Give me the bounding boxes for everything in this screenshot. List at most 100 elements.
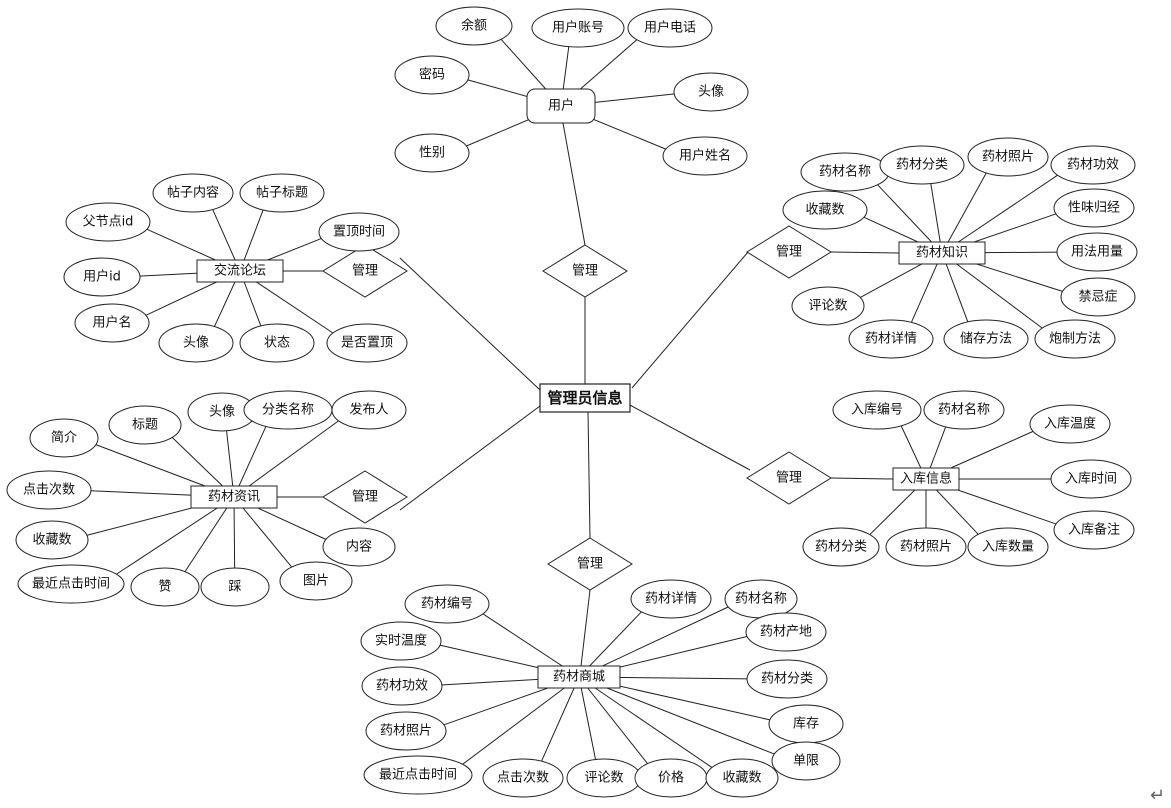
attribute-label: 是否置顶 <box>341 336 393 351</box>
knowledge-attr-line <box>941 252 969 324</box>
attribute-ellipse <box>1053 188 1135 228</box>
rel_stock-to-entity-line <box>830 477 894 480</box>
attribute-ellipse <box>239 173 325 213</box>
attribute-ellipse <box>363 755 473 795</box>
attribute-ellipse <box>365 711 447 751</box>
rel_mall-to-entity-line <box>580 589 591 667</box>
attribute-ellipse <box>15 520 89 560</box>
attribute-label: 药材名称 <box>819 164 871 180</box>
attribute-label: 踩 <box>228 580 241 595</box>
attribute-label: 药材分类 <box>761 672 813 687</box>
attribute-ellipse <box>1050 145 1136 185</box>
knowledge-attr-line <box>930 181 943 254</box>
attribute-label: 评论数 <box>808 299 847 314</box>
shapes <box>6 6 1138 798</box>
entity-label-user: 用户 <box>548 98 574 114</box>
knowledge-attr-line <box>910 252 943 325</box>
attribute-label: 入库备注 <box>1068 522 1120 538</box>
mall-attr-line <box>578 676 597 762</box>
attribute-label: 入库温度 <box>1044 416 1096 432</box>
entity-label-mall: 药材商城 <box>553 670 605 685</box>
center-to-rel_news-line <box>399 405 541 511</box>
entity-label-stock: 入库信息 <box>900 471 952 487</box>
attribute-ellipse <box>435 6 513 46</box>
attribute-ellipse <box>673 72 749 112</box>
attribute-label: 用户姓名 <box>679 148 731 164</box>
relationship-diamond <box>322 470 408 524</box>
attribute-label: 用户id <box>83 269 121 285</box>
attribute-ellipse <box>879 145 965 185</box>
rel_user-to-entity-line <box>562 122 586 246</box>
relationship-diamond <box>542 244 628 298</box>
attribute-ellipse <box>705 758 779 798</box>
attribute-label: 帖子标题 <box>256 186 308 201</box>
center-entity-box <box>539 383 631 413</box>
attribute-label: 库存 <box>793 716 819 732</box>
news-attr-line <box>233 424 268 498</box>
knowledge-attr-line <box>941 252 1045 330</box>
attribute-label: 点击次数 <box>23 482 75 498</box>
attribute-ellipse <box>331 390 407 430</box>
attribute-ellipse <box>326 323 408 363</box>
attribute-ellipse <box>627 8 713 48</box>
attribute-label: 头像 <box>698 85 724 100</box>
attribute-ellipse <box>108 405 182 445</box>
attribute-ellipse <box>322 527 396 567</box>
attribute-label: 帖子内容 <box>167 185 219 201</box>
attribute-ellipse <box>1053 510 1135 550</box>
center-to-rel_forum-line <box>399 257 541 391</box>
attribute-label: 单限 <box>793 754 819 769</box>
attribute-label: 药材详情 <box>645 592 697 607</box>
attribute-label: 父节点id <box>83 215 134 230</box>
entity-box-news <box>190 485 278 509</box>
attribute-ellipse <box>1029 404 1111 444</box>
attribute-label: 点击次数 <box>497 770 549 786</box>
attribute-ellipse <box>360 621 442 661</box>
attribute-ellipse <box>531 8 625 48</box>
news-attr-line <box>183 496 235 574</box>
attribute-ellipse <box>239 323 315 363</box>
attribute-ellipse <box>152 173 234 213</box>
attribute-label: 炮制方法 <box>1049 331 1101 347</box>
attribute-ellipse <box>923 390 1005 430</box>
attribute-label: 置顶时间 <box>333 225 385 240</box>
attribute-ellipse <box>885 527 967 567</box>
center-to-rel_stock-line <box>627 403 751 471</box>
attribute-label: 药材功效 <box>376 679 428 694</box>
attribute-label: 评论数 <box>584 771 623 786</box>
attribute-ellipse <box>967 527 1049 567</box>
attribute-label: 收藏数 <box>805 203 844 218</box>
attribute-label: 实时温度 <box>375 633 427 649</box>
attribute-ellipse <box>279 561 353 601</box>
attribute-label: 状态 <box>264 336 290 351</box>
attribute-ellipse <box>74 303 150 343</box>
attribute-ellipse <box>1034 319 1116 359</box>
rel_knowledge-to-entity-line <box>830 251 900 254</box>
attribute-label: 赞 <box>158 580 171 595</box>
attribute-label: 发布人 <box>349 402 388 418</box>
news-attr-line <box>113 496 235 577</box>
attribute-label: 标题 <box>132 418 158 433</box>
attribute-label: 药材照片 <box>900 540 952 555</box>
entity-label-knowledge: 药材知识 <box>916 245 968 261</box>
attribute-label: 内容 <box>346 539 372 555</box>
attribute-ellipse <box>791 286 865 326</box>
attribute-ellipse <box>394 55 470 95</box>
attribute-ellipse <box>662 136 748 176</box>
attribute-ellipse <box>394 133 470 173</box>
mall-attr-line <box>578 676 650 766</box>
center-to-rel_knowledge-line <box>631 251 749 389</box>
relationship-diamond <box>322 244 408 298</box>
attribute-label: 收藏数 <box>722 771 761 786</box>
attribute-ellipse <box>158 323 234 363</box>
attribute-label: 储存方法 <box>960 331 1012 347</box>
attribute-label: 头像 <box>209 405 235 420</box>
attribute-label: 用户账号 <box>552 20 604 36</box>
attribute-label: 余额 <box>461 18 487 34</box>
attribute-label: 禁忌症 <box>1078 290 1117 305</box>
attribute-label: 密码 <box>419 67 445 83</box>
attribute-ellipse <box>746 659 828 699</box>
relationship-label: 管理 <box>776 471 802 486</box>
attribute-label: 用法用量 <box>1071 245 1123 260</box>
attribute-label: 入库时间 <box>1065 471 1117 487</box>
